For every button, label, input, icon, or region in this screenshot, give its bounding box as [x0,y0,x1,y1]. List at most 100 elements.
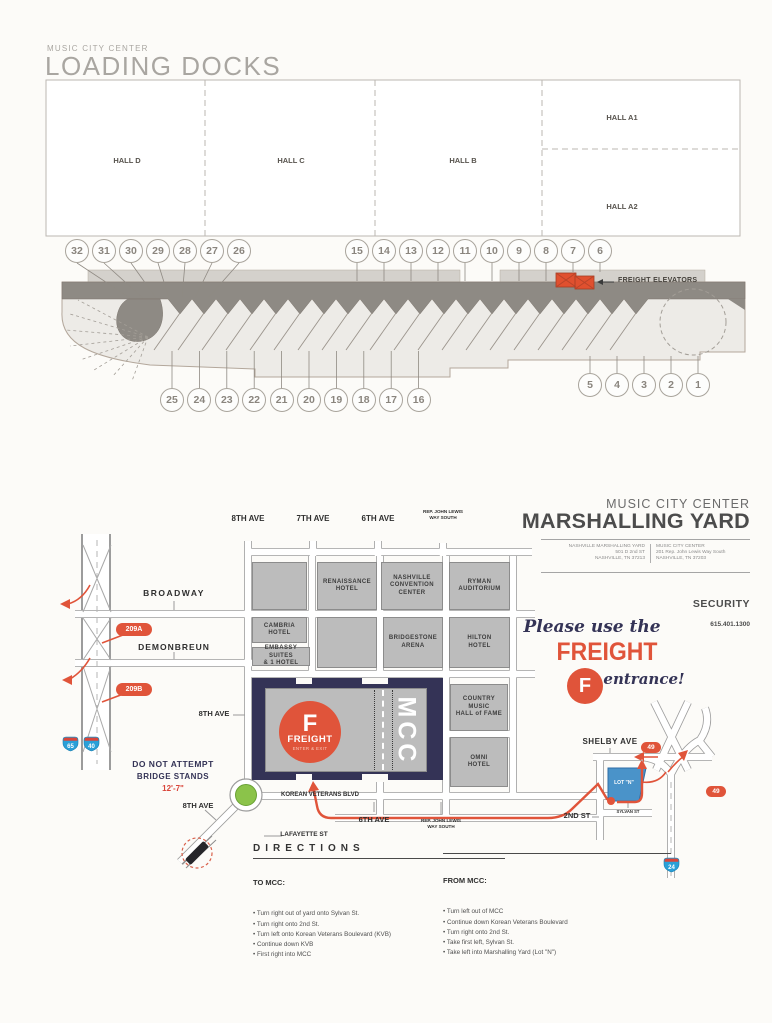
dock-circle-6: 6 [588,239,612,263]
mcc-freight-word: FREIGHT [287,734,333,745]
dock-circle-10: 10 [480,239,504,263]
leader-line [201,312,229,351]
direction-step: Take first left, Sylvan St. [443,938,671,948]
dock-corner [728,299,745,310]
street-label-6th-ave-low: 6TH AVE [358,815,390,824]
hwy-49-badge: 49 [641,742,661,753]
dock-circle-19: 19 [324,388,349,412]
mcc-enter-exit: ENTER & EXIT [292,745,328,751]
directions-heading: DIRECTIONS [253,843,505,859]
leader-line [321,312,349,351]
address-block: NASHVILLE MARSHALLING YARD 501 D 2nd ST … [541,544,750,563]
leader-line [489,312,517,351]
leader-line [273,312,301,351]
building-cambria: CAMBRIA HOTEL [252,617,307,643]
street-label-6th-ave-top: 6TH AVE [361,514,395,523]
building-hilton: HILTON HOTEL [449,617,510,668]
dock-circle-32: 32 [65,239,89,263]
street-label-8th-ave-mid: 8TH AVE [198,709,230,718]
direction-step: Take left into Marshalling Yard (Lot "N"… [443,948,671,958]
direction-step: First right into MCC [253,950,438,960]
building-blank1 [252,562,307,610]
direction-step: Continue down KVB [253,940,438,950]
direction-step: Turn right out of yard onto Sylvan St. [253,909,438,919]
direction-step: Continue down Korean Veterans Boulevard [443,918,671,928]
dock-circle-21: 21 [269,388,294,412]
dock-circle-16: 16 [406,388,431,412]
route-dot [607,797,615,805]
mcc-dashed-street [392,690,393,770]
freight-elevator-x [555,272,595,290]
i24-shield: 24 [663,857,680,873]
leader-line [177,312,205,351]
leader-line [103,262,144,299]
i24-number: 24 [668,865,675,871]
dock-circle-18: 18 [351,388,376,412]
mcc-f-letter: F [302,710,318,737]
marshalling-eyebrow: MUSIC CITY CENTER [606,497,750,511]
truck-turning-circle [659,288,727,356]
to-mcc-steps: Turn right out of yard onto Sylvan St. Tu… [253,909,438,960]
leader-line [561,312,589,351]
hall-a1-label: HALL A1 [606,113,638,122]
hwy-49-badge: 49 [706,786,726,797]
dock-circle-9: 9 [507,239,531,263]
dock-circle-30: 30 [119,239,143,263]
hall-plan-outline [45,79,741,237]
interchange-arrows [67,584,137,703]
title-rule-bottom [541,572,750,573]
street-label-shelby: SHELBY AVE [582,737,638,746]
leader-line [441,312,469,351]
leader-line [417,312,445,351]
freight-elevator-arrowhead [597,279,603,285]
dock-circle-28: 28 [173,239,197,263]
leader-line [537,312,565,351]
mcc-dashed-street [382,690,384,770]
leader-line [465,312,493,351]
dock-circle-2: 2 [659,373,683,397]
dock-circle-20: 20 [297,388,321,412]
loading-docks-eyebrow: MUSIC CITY CENTER [47,44,149,53]
note-please-use: Please use the [523,617,661,637]
freight-elevators-label: FREIGHT ELEVATORS [618,277,698,284]
hall-c-label: HALL C [277,156,305,165]
mcc-freight-entrance: F FREIGHT ENTER & EXIT [279,701,341,763]
leader-line [194,262,213,299]
direction-step: Turn right onto 2nd St. [443,928,671,938]
building-cmhf: COUNTRY MUSIC HALL of FAME [450,684,508,731]
building-embassy: EMBASSY SUITES & 1 HOTEL [252,645,310,666]
i65-shield: 65 [62,736,79,752]
direction-step: Turn left onto Korean Veterans Boulevard… [253,930,438,940]
marshalling-title: MARSHALLING YARD [521,509,750,533]
street-label-2nd-st: 2ND ST [563,811,591,820]
hall-b-label: HALL B [449,156,477,165]
building-ryman: RYMAN AUDITORIUM [449,562,510,610]
security-label: SECURITY [692,598,750,611]
street-label-sylvan: SYLVAN ST [616,809,640,814]
label-ticks [173,601,629,837]
dock-circle-11: 11 [453,239,477,263]
street-label-8th-ave-top: 8TH AVE [231,514,265,523]
dock-circle-27: 27 [200,239,224,263]
dock-circle-1: 1 [686,373,710,397]
street-label-7th-ave-top: 7TH AVE [296,514,330,523]
street-label-8th-ave-low: 8TH AVE [182,801,214,810]
warning-height: 12'-7" [162,784,184,793]
dock-circle-14: 14 [372,239,396,263]
leader-line [207,262,240,299]
dock-circle-25: 25 [160,388,184,412]
dock-circle-8: 8 [534,239,558,263]
mcc-dashed-street [374,690,375,770]
leader-line [609,312,637,351]
i40-shield: 40 [83,736,100,752]
from-mcc-title: FROM MCC: [443,876,487,886]
warning-line2: BRIDGE STANDS [136,772,210,781]
street-label-demonbreun: DEMONBREUN [138,642,210,652]
dock-circle-4: 4 [605,373,629,397]
leader-line [345,312,373,351]
note-freight-word: FREIGHT [556,638,658,666]
freight-route [311,765,644,820]
street-label-rjlw-top: REP. JOHN LEWIS WAY SOUTH [423,509,463,520]
note-entrance-word: entrance! [603,670,685,688]
